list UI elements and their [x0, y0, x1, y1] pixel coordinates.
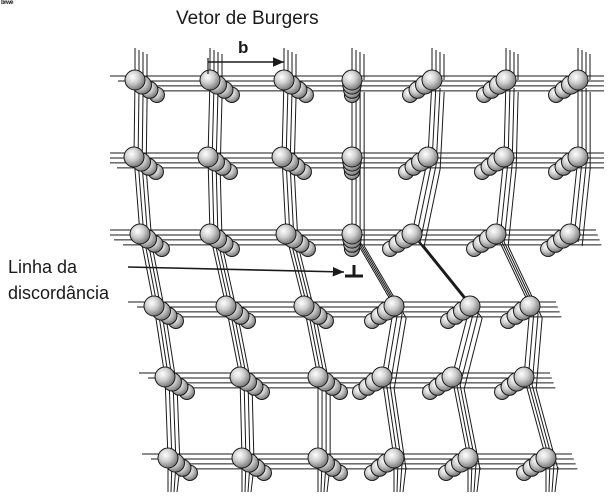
lattice-atom	[199, 69, 221, 91]
lattice-atom	[383, 295, 405, 317]
lattice-column-bond	[207, 156, 211, 235]
lattice-column-bond	[473, 463, 477, 493]
lattice-column-bond	[399, 463, 403, 493]
lattice-column-bond	[459, 313, 479, 386]
lattice-atom	[341, 223, 363, 245]
lattice-column-bond	[515, 91, 519, 170]
lattice-column-bond	[439, 91, 445, 170]
lattice-column-bond	[581, 168, 591, 247]
corner-mark: brwe	[1, 0, 14, 6]
lattice-atom	[401, 223, 423, 245]
lattice-column-bond	[381, 376, 395, 459]
lattice-atom	[441, 366, 463, 388]
lattice-column-bond	[389, 313, 403, 386]
lattice-atom	[341, 146, 363, 168]
lattice-column-bond	[476, 466, 481, 493]
lattice-column-bond	[554, 466, 559, 493]
dislocation-label-line2: discordância	[8, 283, 110, 303]
lattice-atom	[519, 295, 541, 317]
lattice-column-bond	[569, 156, 579, 235]
lattice-column-bond	[411, 233, 471, 307]
lattice-atom	[293, 295, 315, 317]
lattice-atom	[197, 146, 219, 168]
lattice-column-bond	[281, 79, 285, 158]
dislocation-line-pointer	[127, 266, 345, 277]
lattice-atom	[535, 447, 557, 469]
lattice-bonds	[110, 48, 604, 493]
lattice-atom	[273, 69, 295, 91]
lattice-atom	[229, 366, 251, 388]
lattice-atom	[371, 366, 393, 388]
lattice-atom	[383, 447, 405, 469]
lattice-column-bond	[503, 164, 513, 243]
lattice-atom	[459, 295, 481, 317]
lattice-column-bond	[393, 317, 407, 390]
lattice-atoms	[123, 69, 589, 481]
lattice-column-bond	[423, 168, 441, 247]
lattice-atom	[567, 69, 589, 91]
lattice-column-bond	[207, 79, 211, 158]
dislocation-label-line1: Linha da	[8, 257, 78, 277]
lattice-column-bond	[133, 79, 136, 158]
lattice-atom	[495, 69, 517, 91]
lattice-column-bond	[427, 79, 433, 158]
lattice-atom	[513, 366, 535, 388]
lattice-atom	[271, 146, 293, 168]
lattice-column-bond	[507, 168, 517, 247]
lattice-column-bond	[523, 376, 547, 459]
lattice-column-bond	[164, 376, 169, 459]
lattice-column-bond	[503, 79, 507, 158]
lattice-column-bond	[239, 376, 243, 459]
lattice-atom	[231, 447, 253, 469]
lattice-atom	[485, 223, 507, 245]
lattice-atom	[307, 447, 329, 469]
lattice-column-bond	[451, 376, 469, 459]
lattice-atom	[129, 223, 151, 245]
lattice-column-bond	[551, 463, 555, 493]
lattice-atom	[154, 366, 176, 388]
lattice-atom	[215, 295, 237, 317]
dislocation-symbol-icon	[345, 265, 363, 278]
lattice-atom	[157, 447, 179, 469]
lattice-atom	[307, 366, 329, 388]
lattice-column-bond	[535, 317, 543, 390]
lattice-atom	[143, 295, 165, 317]
lattice-column-bond	[495, 156, 505, 235]
lattice-atom	[559, 223, 581, 245]
lattice-atom	[199, 223, 221, 245]
lattice-column-bond	[133, 156, 141, 235]
lattice-atom	[417, 146, 439, 168]
lattice-atom	[275, 223, 297, 245]
burgers-vector-label: b	[238, 38, 249, 57]
lattice-atom	[341, 69, 363, 91]
lattice-column-bond	[577, 164, 587, 243]
lattice-column-bond	[419, 164, 437, 243]
lattice-atom	[124, 69, 146, 91]
lattice-atom	[567, 146, 589, 168]
lattice-atom	[457, 447, 479, 469]
lattice-atom	[123, 146, 145, 168]
diagram-title: Vetor de Burgers	[176, 8, 319, 29]
lattice-column-bond	[455, 309, 475, 382]
lattice-atom	[493, 146, 515, 168]
lattice-column-bond	[415, 160, 433, 239]
lattice-column-bond	[495, 233, 531, 307]
lattice-column-bond	[402, 466, 407, 493]
lattice-column-bond	[281, 156, 287, 235]
lattice-atom	[421, 69, 443, 91]
lattice-column-bond	[463, 317, 483, 390]
